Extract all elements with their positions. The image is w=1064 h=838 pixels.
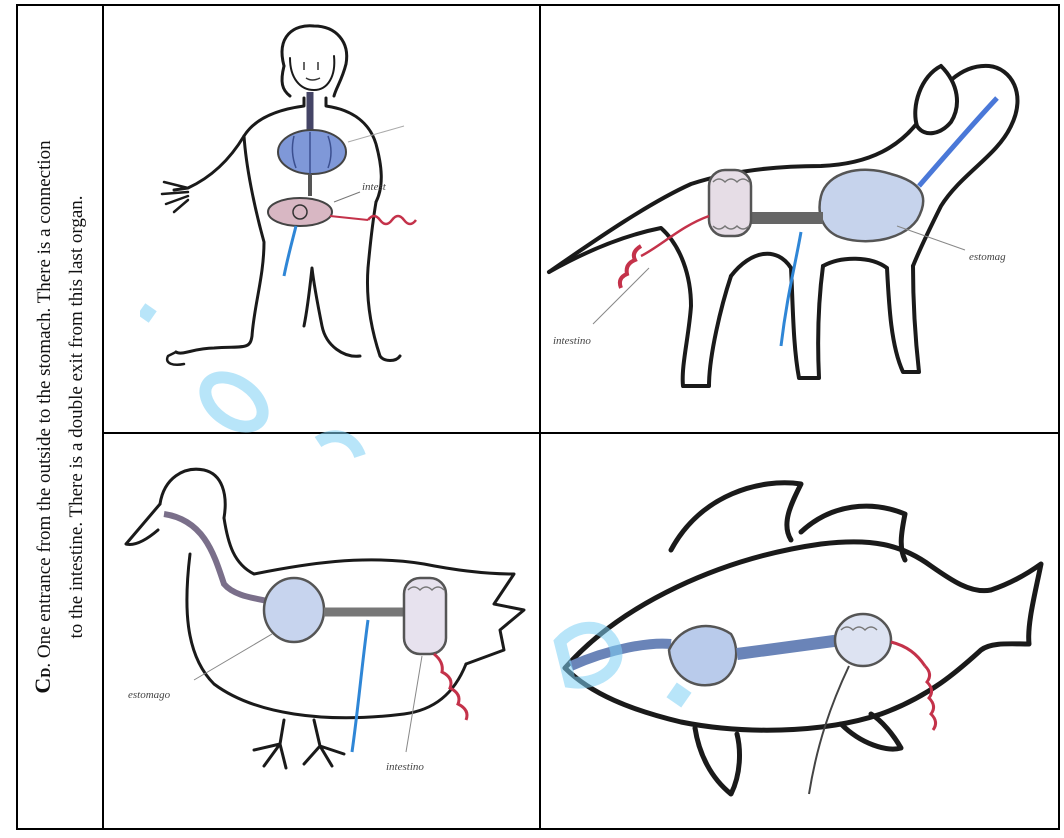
human-drawing-cell: intest bbox=[104, 6, 539, 432]
duck-intestine-label: intestino bbox=[386, 761, 424, 773]
dog-drawing-cell: estomag intestino bbox=[541, 6, 1058, 432]
dog-drawing: estomag intestino bbox=[541, 6, 1058, 432]
human-intestine-label: intest bbox=[362, 181, 387, 193]
dog-stomach-label: estomag bbox=[969, 251, 1006, 263]
human-drawing: intest bbox=[104, 6, 539, 432]
caption-line-1: CD. One entrance from the outside to the… bbox=[28, 27, 62, 807]
duck-drawing: estomago intestino bbox=[104, 434, 539, 828]
dog-intestine-label: intestino bbox=[553, 335, 591, 347]
caption-text-1: . One entrance from the outside to the s… bbox=[34, 140, 55, 667]
figure-caption: CD. One entrance from the outside to the… bbox=[28, 27, 92, 807]
caption-letter: C bbox=[30, 678, 55, 694]
fish-drawing-cell bbox=[541, 434, 1058, 828]
caption-subscript: D bbox=[39, 668, 54, 678]
duck-drawing-cell: estomago intestino bbox=[104, 434, 539, 828]
fish-drawing bbox=[541, 434, 1058, 828]
caption-line-2: to the intestine. There is a double exit… bbox=[62, 27, 92, 807]
caption-cell: CD. One entrance from the outside to the… bbox=[18, 6, 102, 828]
duck-stomach-label: estomago bbox=[128, 689, 171, 701]
